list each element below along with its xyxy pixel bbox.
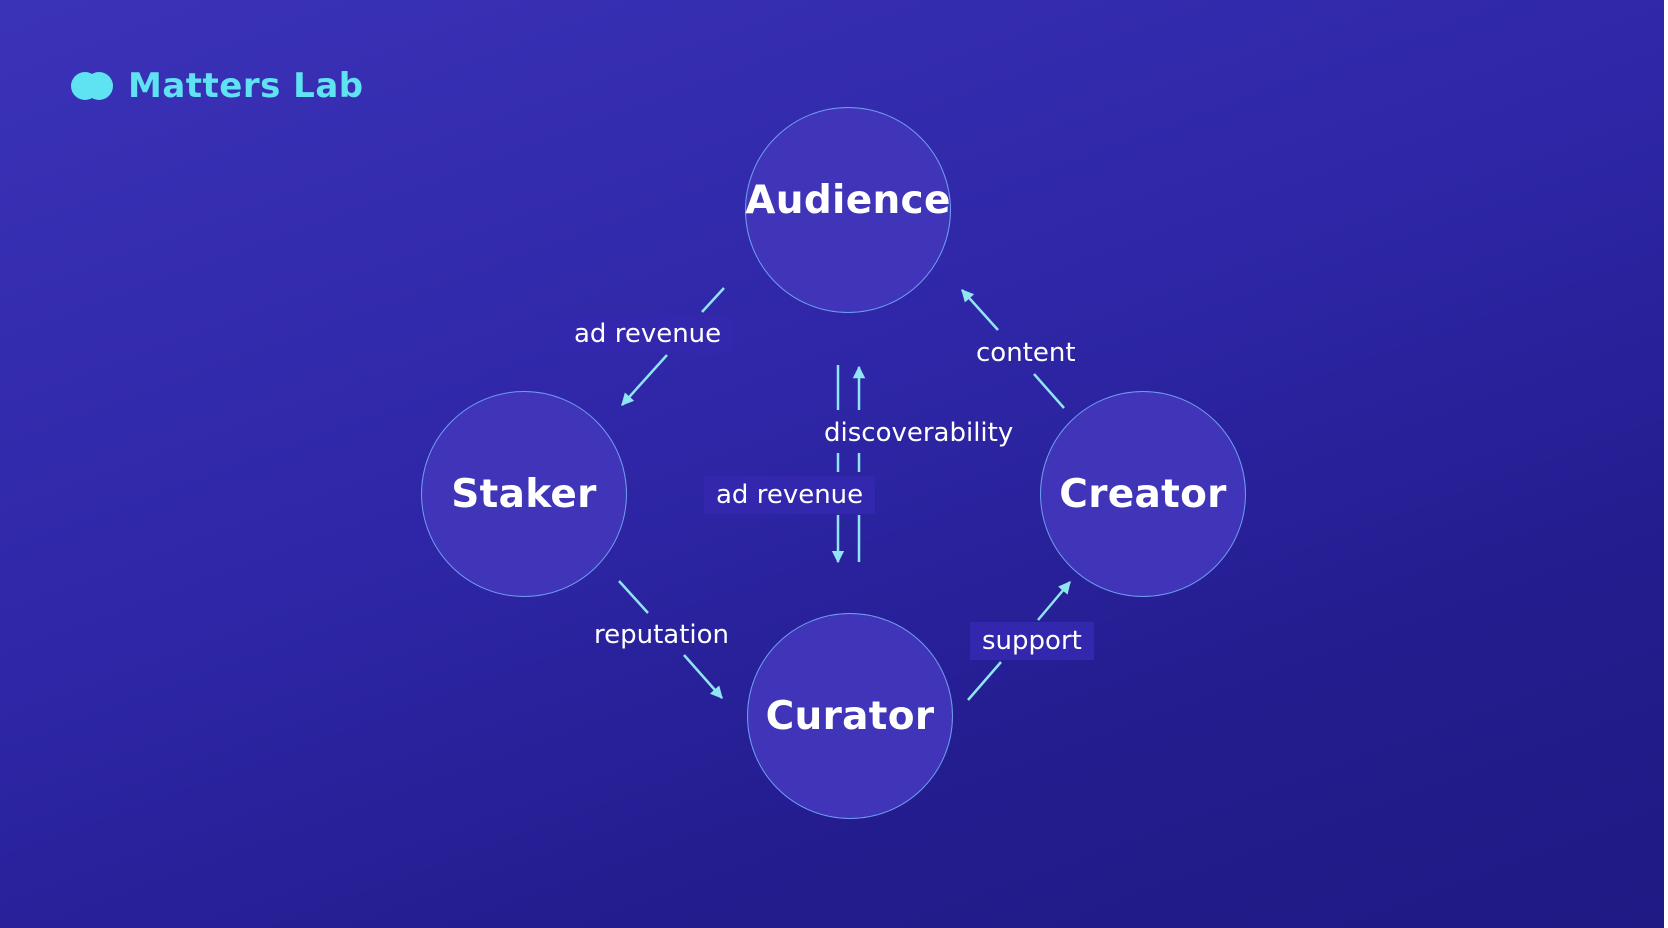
node-curator: Curator [747,613,953,819]
node-curator-label: Curator [765,693,935,739]
cloud-logo-icon [71,72,113,100]
node-creator: Creator [1040,391,1246,597]
node-audience-label: Audience [745,177,951,223]
edge-label-curator-audience: discoverability [824,418,1014,448]
matters-lab-logo: Matters Lab [70,66,364,106]
edge-audience-staker-head [621,354,668,406]
edge-audience-staker-tail [701,287,725,313]
edge-label-audience-staker: ad revenue [562,315,734,353]
edge-staker-curator-tail [618,580,649,614]
node-staker-label: Staker [451,471,597,517]
edge-creator-audience-head [961,289,999,331]
edge-label-staker-curator: reputation [594,620,730,650]
frame-edge [1664,0,1668,928]
edge-creator-audience-tail [1033,373,1065,409]
node-audience: Audience [745,107,951,313]
edge-curator-creator-tail [967,661,1002,701]
edge-curator-creator-head [1037,581,1071,621]
edge-staker-curator-head [683,654,723,699]
logo-text: Matters Lab [128,66,364,106]
edge-label-curator-creator: support [970,622,1094,660]
edge-label-creator-audience: content [976,338,1076,368]
node-creator-label: Creator [1059,471,1227,517]
node-staker: Staker [421,391,627,597]
edge-label-audience-curator: ad revenue [704,476,876,514]
